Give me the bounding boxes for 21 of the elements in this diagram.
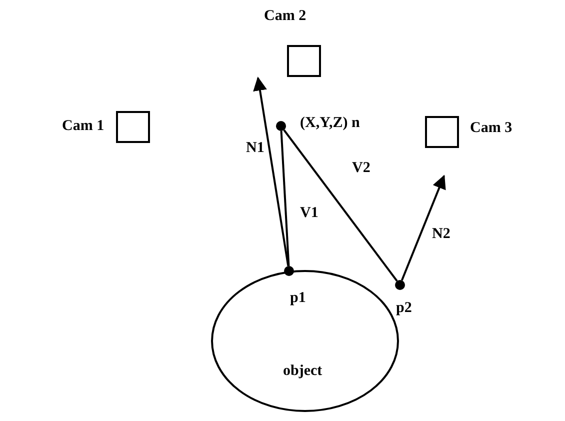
vector-arrow [400,174,446,281]
point-label: p2 [396,300,412,317]
camera-label: Cam 2 [264,8,306,25]
camera-box [116,111,150,143]
camera-label: Cam 3 [470,120,512,137]
point-dot [284,266,294,276]
connector-line [283,129,398,282]
edge-label: N1 [246,140,264,157]
connector-line [280,130,290,266]
object-label: object [283,363,322,380]
camera-label: Cam 1 [62,118,104,135]
vector-arrow [253,76,290,266]
edge-label: V2 [352,160,370,177]
point-label: (X,Y,Z) n [300,115,360,132]
point-dot [276,121,286,131]
edge-label: N2 [432,226,450,243]
edge-label: V1 [300,205,318,222]
point-dot [395,280,405,290]
camera-box [287,45,321,77]
point-label: p1 [290,290,306,307]
camera-box [425,116,459,148]
